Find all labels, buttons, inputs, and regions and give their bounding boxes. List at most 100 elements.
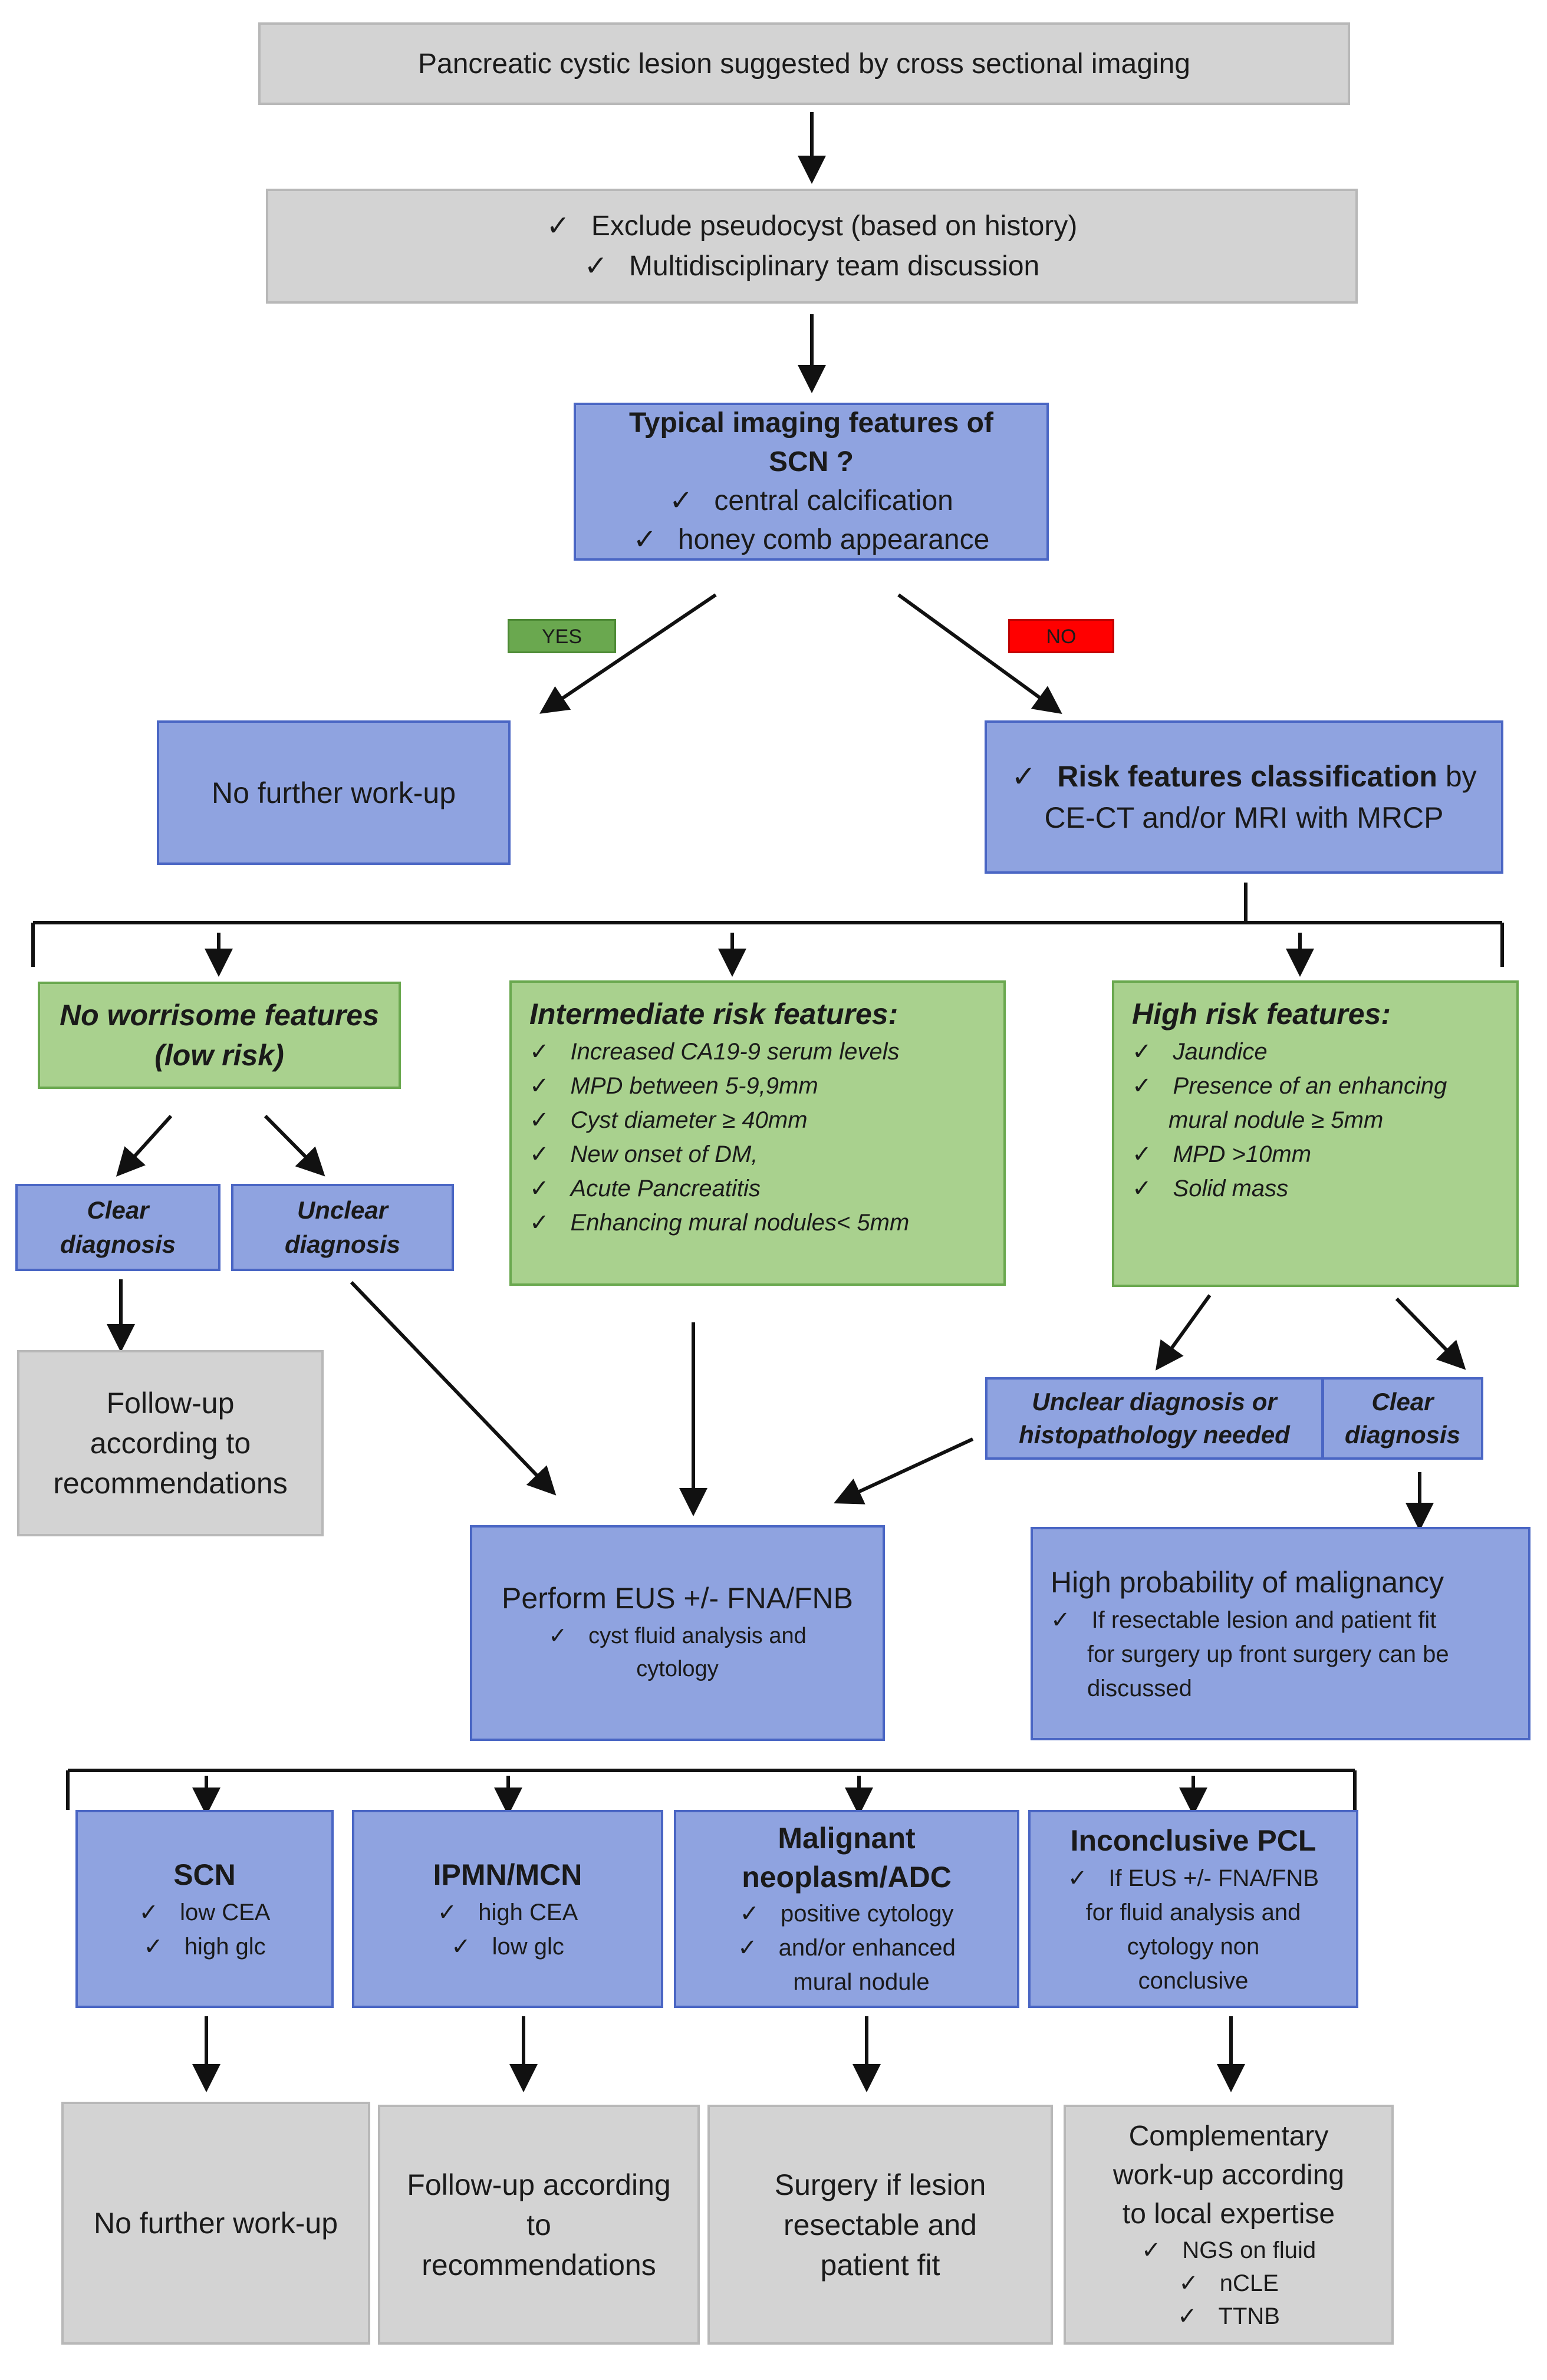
- outcome-malignant-item2-line2: mural nodule: [793, 1969, 930, 1995]
- prelim-box: Exclude pseudocyst (based on history) Mu…: [266, 189, 1358, 304]
- outcome-malignant-item2-line1: and/or enhanced: [676, 1931, 1017, 1965]
- final-complementary-box: Complementary work-up according to local…: [1064, 2105, 1394, 2345]
- low-followup-line3: recommendations: [53, 1467, 288, 1500]
- final-complementary-item-ttnb: TTNB: [1066, 2300, 1391, 2333]
- low-clear-line1: Clear: [87, 1196, 149, 1224]
- high-risk-title: High risk features:: [1132, 998, 1391, 1031]
- arrow-low-to-clear: [116, 1114, 173, 1177]
- low-followup-box: Follow-up according to recommendations: [17, 1350, 324, 1536]
- intermediate-risk-box: Intermediate risk features: Increased CA…: [509, 980, 1006, 1286]
- outcome-malignant-box: Malignant neoplasm/ADC positive cytology…: [674, 1810, 1019, 2008]
- no-further-workup-top-box: No further work-up: [157, 720, 511, 865]
- final-followup-line1: Follow-up according: [407, 2168, 671, 2201]
- intermediate-item-mural-nodules: Enhancing mural nodules< 5mm: [529, 1206, 1003, 1240]
- arrow-high-to-unclear: [1155, 1294, 1212, 1371]
- final-followup-line3: recommendations: [422, 2248, 656, 2282]
- low-followup-line1: Follow-up: [106, 1387, 235, 1420]
- outcome-inconclusive-line2: for fluid analysis and: [1085, 1900, 1301, 1925]
- outcome-inconclusive-title: Inconclusive PCL: [1070, 1824, 1316, 1857]
- arrow-unclear-to-eus: [350, 1280, 557, 1496]
- intermediate-item-pancreatitis: Acute Pancreatitis: [529, 1171, 1003, 1206]
- arrow-no: [897, 593, 1062, 715]
- intermediate-risk-title: Intermediate risk features:: [529, 998, 898, 1031]
- outcome-malignant-title-line2: neoplasm/ADC: [742, 1861, 952, 1894]
- risk-classification-rest: by: [1437, 760, 1477, 793]
- outcome-ipmn-box: IPMN/MCN high CEA low glc: [352, 1810, 663, 2008]
- intermediate-item-ca19-9: Increased CA19-9 serum levels: [529, 1035, 1003, 1069]
- low-risk-line1: No worrisome features: [60, 999, 379, 1032]
- risk-classification-bold: Risk features classification: [1057, 760, 1437, 793]
- high-risk-item-mpd: MPD >10mm: [1132, 1137, 1516, 1171]
- malignancy-title: High probability of malignancy: [1051, 1566, 1444, 1599]
- outcome-inconclusive-line1: If EUS +/- FNA/FNB: [1031, 1861, 1356, 1895]
- final-complementary-item-ncle: nCLE: [1066, 2267, 1391, 2300]
- outcome-scn-item2: high glc: [78, 1930, 331, 1964]
- final-complementary-line2: work-up according: [1112, 2159, 1345, 2191]
- outcome-ipmn-item2: low glc: [354, 1930, 661, 1964]
- outcome-malignant-title-line1: Malignant: [778, 1822, 916, 1855]
- final-surgery-line3: patient fit: [820, 2248, 940, 2282]
- high-unclear-line2: histopathology needed: [1019, 1421, 1290, 1449]
- risk-classification-box: Risk features classification by CE-CT an…: [985, 720, 1503, 874]
- final-no-further-workup-box: No further work-up: [61, 2102, 370, 2345]
- final-followup-line2: to: [526, 2208, 551, 2241]
- outcome-scn-title: SCN: [173, 1858, 236, 1891]
- high-risk-box: High risk features: Jaundice Presence of…: [1112, 980, 1519, 1287]
- low-unclear-line1: Unclear: [297, 1196, 389, 1224]
- high-risk-item-nodule-line2: mural nodule ≥ 5mm: [1169, 1107, 1384, 1133]
- prelim-item-pseudocyst: Exclude pseudocyst (based on history): [268, 206, 1355, 246]
- intermediate-item-mpd: MPD between 5-9,9mm: [529, 1069, 1003, 1103]
- risk-classification-line2: CE-CT and/or MRI with MRCP: [1044, 801, 1444, 834]
- start-box: Pancreatic cystic lesion suggested by cr…: [258, 22, 1350, 105]
- final-surgery-line1: Surgery if lesion: [774, 2168, 986, 2201]
- outcome-ipmn-title: IPMN/MCN: [433, 1858, 582, 1891]
- final-complementary-line3: to local expertise: [1122, 2198, 1335, 2230]
- final-surgery-line2: resectable and: [783, 2208, 977, 2241]
- final-no-further-workup-text: No further work-up: [93, 2207, 338, 2240]
- high-risk-item-solid-mass: Solid mass: [1132, 1171, 1516, 1206]
- intermediate-item-cyst-diameter: Cyst diameter ≥ 40mm: [529, 1103, 1003, 1137]
- low-risk-line2: (low risk): [154, 1039, 284, 1072]
- no-label-text: NO: [1046, 626, 1077, 648]
- outcome-scn-item1: low CEA: [78, 1895, 331, 1930]
- high-clear-diagnosis-box: Clear diagnosis: [1322, 1377, 1483, 1460]
- yes-label: YES: [508, 619, 616, 653]
- low-clear-line2: diagnosis: [60, 1230, 176, 1258]
- yes-label-text: YES: [541, 626, 582, 648]
- outcome-malignant-item1: positive cytology: [676, 1897, 1017, 1931]
- low-followup-line2: according to: [90, 1427, 251, 1460]
- high-unclear-diagnosis-box: Unclear diagnosis or histopathology need…: [985, 1377, 1324, 1460]
- scn-question-box: Typical imaging features of SCN ? centra…: [574, 403, 1049, 561]
- low-risk-box: No worrisome features (low risk): [38, 982, 401, 1089]
- final-surgery-box: Surgery if lesion resectable and patient…: [707, 2105, 1053, 2345]
- low-clear-diagnosis-box: Clear diagnosis: [15, 1184, 220, 1271]
- outcome-inconclusive-box: Inconclusive PCL If EUS +/- FNA/FNB for …: [1028, 1810, 1358, 2008]
- high-risk-item-jaundice: Jaundice: [1132, 1035, 1516, 1069]
- prelim-item-team-discussion: Multidisciplinary team discussion: [268, 246, 1355, 287]
- eus-box: Perform EUS +/- FNA/FNB cyst fluid analy…: [470, 1525, 885, 1741]
- arrow-low-to-unclear: [264, 1114, 325, 1177]
- outcome-inconclusive-line4: conclusive: [1138, 1968, 1249, 1994]
- malignancy-item-line2: for surgery up front surgery can be: [1087, 1641, 1449, 1667]
- malignancy-item-line3: discussed: [1087, 1675, 1192, 1701]
- start-text: Pancreatic cystic lesion suggested by cr…: [418, 48, 1190, 80]
- intermediate-item-dm: New onset of DM,: [529, 1137, 1003, 1171]
- outcome-inconclusive-line3: cytology non: [1127, 1934, 1260, 1960]
- high-clear-line1: Clear: [1371, 1388, 1434, 1416]
- arrow-high-unclear-to-eus: [834, 1437, 974, 1505]
- final-complementary-item-ngs: NGS on fluid: [1066, 2234, 1391, 2267]
- no-label: NO: [1008, 619, 1114, 653]
- outcome-scn-box: SCN low CEA high glc: [75, 1810, 334, 2008]
- final-followup-box: Follow-up according to recommendations: [378, 2105, 700, 2345]
- arrow-yes: [539, 593, 717, 714]
- arrow-high-to-clear: [1395, 1297, 1466, 1370]
- outcome-ipmn-item1: high CEA: [354, 1895, 661, 1930]
- scn-question-title-line2: SCN ?: [769, 446, 854, 478]
- low-unclear-diagnosis-box: Unclear diagnosis: [231, 1184, 454, 1271]
- no-further-workup-top-text: No further work-up: [211, 776, 456, 809]
- eus-item-line1: cyst fluid analysis and: [472, 1619, 883, 1652]
- high-unclear-line1: Unclear diagnosis or: [1032, 1388, 1277, 1416]
- scn-question-item-calcification: central calcification: [576, 482, 1046, 521]
- eus-title: Perform EUS +/- FNA/FNB: [502, 1582, 853, 1615]
